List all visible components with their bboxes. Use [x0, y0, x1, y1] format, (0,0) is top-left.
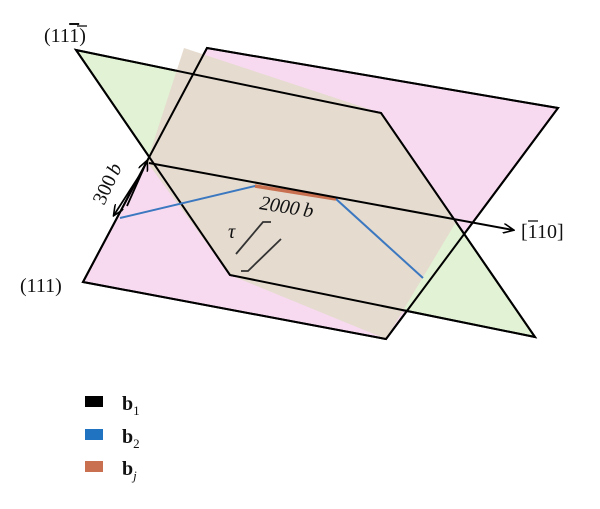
- direction-label: [110]: [521, 221, 564, 243]
- legend-label-b1: b1: [122, 393, 140, 418]
- legend-swatch-b1: [85, 396, 103, 407]
- shear-stress-label: τ: [228, 221, 236, 243]
- dislocation-line-bj: [254, 184, 337, 201]
- legend-label-b2: b2: [122, 426, 140, 451]
- plane-111-outline: [81, 46, 560, 341]
- shear-stress-symbol: [235, 221, 282, 272]
- plane-11-1-outline: [73, 48, 538, 339]
- legend: b1 b2 bj: [85, 393, 140, 483]
- legend-swatch-b2: [85, 429, 103, 440]
- height-dimension-arrow: [126, 161, 147, 207]
- plane-label-lower: (111): [20, 275, 62, 297]
- legend-label-bj: bj: [122, 458, 137, 483]
- legend-swatch-bj: [85, 461, 103, 472]
- direction-arrow-line: [148, 162, 513, 230]
- plane-label-upper: (111): [44, 25, 86, 47]
- height-dimension-arrow-back: [114, 169, 144, 215]
- height-dimension-label: 300b: [89, 160, 127, 208]
